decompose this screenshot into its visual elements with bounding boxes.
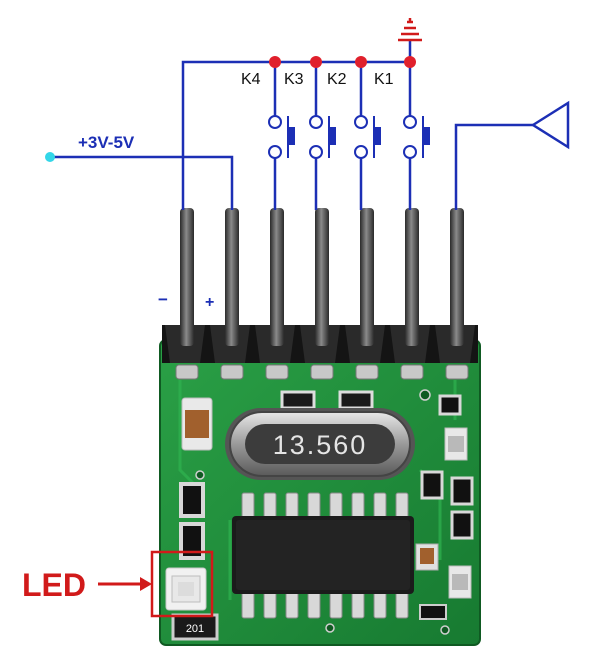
schematic-wires	[50, 40, 533, 210]
header-pins	[180, 208, 464, 346]
switch-k3	[309, 115, 336, 159]
k4-label: K4	[241, 71, 261, 88]
antenna-symbol-icon	[530, 100, 570, 150]
switch-k1	[403, 115, 430, 159]
smd-components: 201	[165, 390, 474, 641]
switch-k4	[268, 115, 295, 159]
solder-pads	[175, 364, 469, 380]
led-label: LED	[22, 567, 86, 603]
crystal-oscillator: 13.560	[225, 408, 415, 480]
arrow-right-icon	[98, 577, 152, 591]
minus-pin-label: −	[158, 290, 168, 309]
supply-voltage-label: +3V-5V	[78, 133, 135, 152]
supply-terminal-dot	[45, 152, 55, 162]
junction-dots	[269, 56, 416, 68]
k2-label: K2	[327, 71, 347, 88]
smd-code-text: 201	[186, 623, 204, 635]
k1-label: K1	[374, 71, 394, 88]
k3-label: K3	[284, 71, 304, 88]
ic-chip	[232, 492, 414, 619]
crystal-frequency-label: 13.560	[273, 430, 368, 460]
plus-pin-label: +	[205, 294, 214, 311]
switch-k2	[354, 115, 381, 159]
ground-symbol-icon	[398, 18, 422, 42]
